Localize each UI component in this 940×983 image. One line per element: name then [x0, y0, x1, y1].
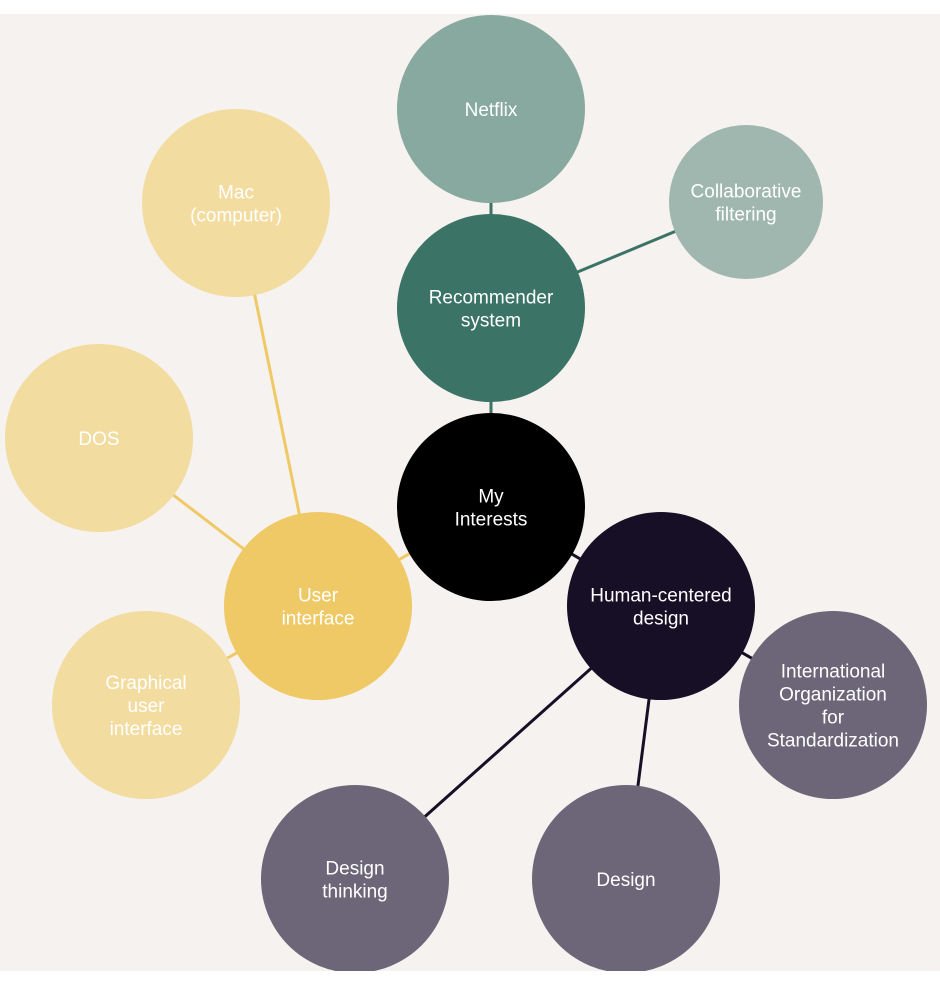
node-label-line: thinking	[322, 882, 388, 903]
node-label: DOS	[78, 429, 119, 450]
node-circle	[532, 785, 720, 971]
node-label: Netflix	[465, 100, 518, 121]
node-circle	[669, 125, 823, 279]
node-label: Design	[596, 870, 655, 891]
node-label-line: Design	[596, 870, 655, 891]
node-label-line: International	[781, 662, 886, 683]
node-circle	[397, 214, 585, 402]
node-label-line: Collaborative	[691, 182, 802, 203]
node-dos[interactable]: DOS	[5, 344, 193, 532]
node-label-line: system	[461, 311, 521, 332]
node-design[interactable]: Design	[532, 785, 720, 971]
node-label-line: Design	[325, 859, 384, 880]
node-circle	[397, 15, 585, 203]
node-label: Mac(computer)	[190, 183, 282, 227]
node-label-line: Mac	[218, 183, 254, 204]
node-label-line: Standardization	[767, 731, 899, 752]
node-label-line: Human-centered	[590, 586, 732, 607]
node-label-line: Graphical	[105, 673, 186, 694]
node-label-line: filtering	[715, 205, 776, 226]
node-label-line: Recommender	[429, 288, 554, 309]
node-circle	[52, 611, 240, 799]
node-label-line: design	[633, 609, 689, 630]
node-label-line: interface	[110, 719, 183, 740]
node-circle	[739, 611, 927, 799]
node-circle	[397, 413, 585, 601]
node-circle	[261, 785, 449, 971]
node-circle	[224, 512, 412, 700]
node-circle	[5, 344, 193, 532]
node-circle	[567, 512, 755, 700]
node-netflix[interactable]: Netflix	[397, 15, 585, 203]
node-label-line: User	[298, 586, 339, 607]
node-label-line: My	[478, 487, 504, 508]
node-label-line: interface	[282, 609, 355, 630]
node-label-line: Interests	[455, 510, 528, 531]
node-label-line: Netflix	[465, 100, 518, 121]
node-circle	[142, 109, 330, 297]
node-label-line: for	[822, 708, 845, 729]
node-label-line: user	[128, 696, 166, 717]
node-mac[interactable]: Mac(computer)	[142, 109, 330, 297]
node-label-line: (computer)	[190, 206, 282, 227]
node-label-line: Organization	[779, 685, 887, 706]
node-label-line: DOS	[78, 429, 119, 450]
